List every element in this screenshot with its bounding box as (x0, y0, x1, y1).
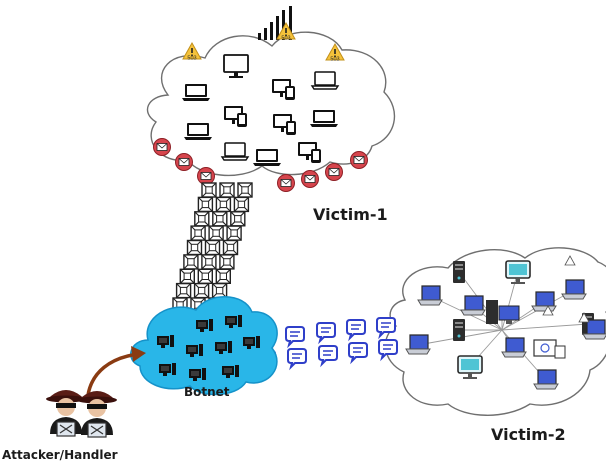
packet-box-icon (179, 268, 196, 284)
laptop-icon (253, 149, 281, 166)
attacker-arrow (86, 346, 146, 396)
desktop-icon (533, 339, 566, 359)
packet-box-icon (211, 282, 228, 299)
packet-box-icon (222, 239, 239, 256)
packet-box-icon (190, 225, 206, 241)
chat-bubble-icon (318, 345, 338, 365)
attacker-label: Attacker/Handler (2, 448, 118, 462)
laptop-icon (311, 71, 339, 90)
laptop-icon (184, 123, 212, 140)
packet-box-icon (233, 196, 250, 213)
chat-bubble-icon (285, 326, 305, 346)
server-icon (453, 319, 465, 341)
laptop-icon (582, 319, 606, 340)
packet-box-icon (226, 225, 242, 241)
error-code-text: 503 (330, 57, 339, 63)
laptop-icon (310, 110, 338, 127)
mail-icon (175, 153, 193, 171)
packet-box-icon (204, 239, 221, 256)
packet-box-icon (215, 196, 232, 213)
packet-box-icon (201, 254, 217, 270)
warning-badges: 503 503 503 (182, 6, 345, 63)
laptop-icon (561, 279, 587, 300)
packet-box-icon (237, 182, 253, 198)
hacker-icon (45, 389, 87, 437)
laptop-icon (501, 337, 527, 358)
mail-icon (325, 163, 343, 181)
packet-box-icon (219, 254, 235, 270)
botnet-label: Botnet (184, 385, 230, 399)
attack-packet-stream (172, 182, 253, 313)
victim2-label: Victim-2 (491, 425, 566, 444)
laptop-icon (182, 84, 210, 101)
chat-bubble-icon (316, 322, 336, 342)
packet-box-icon (197, 268, 214, 284)
chat-bubble-icon (346, 319, 366, 339)
error-code-text: 503 (281, 36, 290, 42)
hacker-icon (76, 390, 118, 438)
mail-icon (350, 151, 368, 169)
packet-box-icon (208, 225, 224, 241)
server-icon (453, 261, 465, 283)
laptop-icon (460, 295, 486, 316)
laptop-icon (533, 369, 559, 390)
packet-box-icon (175, 282, 192, 299)
packet-box-icon (186, 239, 203, 256)
packet-box-icon (201, 182, 217, 198)
packet-box-icon (219, 182, 235, 198)
packet-box-icon (194, 211, 210, 227)
warning-triangle-icon: 503 (276, 22, 296, 42)
laptop-icon (417, 285, 443, 306)
packet-box-icon (197, 196, 214, 213)
chat-bubble-icon (348, 342, 368, 362)
desktop-icon (486, 300, 520, 324)
victim1-label: Victim-1 (313, 205, 388, 224)
chat-bubble-icon (287, 348, 307, 368)
packet-box-icon (212, 211, 228, 227)
warning-triangle-icon (542, 255, 590, 323)
error-code-text: 503 (187, 56, 196, 62)
victim2-devices (405, 255, 606, 390)
mail-icon (277, 174, 295, 192)
laptop-icon (405, 334, 431, 355)
mail-icon (197, 167, 215, 185)
packet-box-icon (183, 254, 199, 270)
packet-box-icon (193, 282, 210, 299)
packet-box-icon (215, 268, 232, 284)
mail-icon (301, 170, 319, 188)
laptop-icon (221, 142, 249, 161)
warning-triangle-icon: 503 (182, 42, 202, 62)
warning-triangle-icon: 503 (325, 43, 345, 63)
mail-icon (153, 138, 171, 156)
packet-box-icon (230, 211, 246, 227)
signal-bars-icon: 503 (258, 6, 296, 42)
attacker-group (45, 389, 118, 438)
laptop-icon (531, 291, 557, 312)
